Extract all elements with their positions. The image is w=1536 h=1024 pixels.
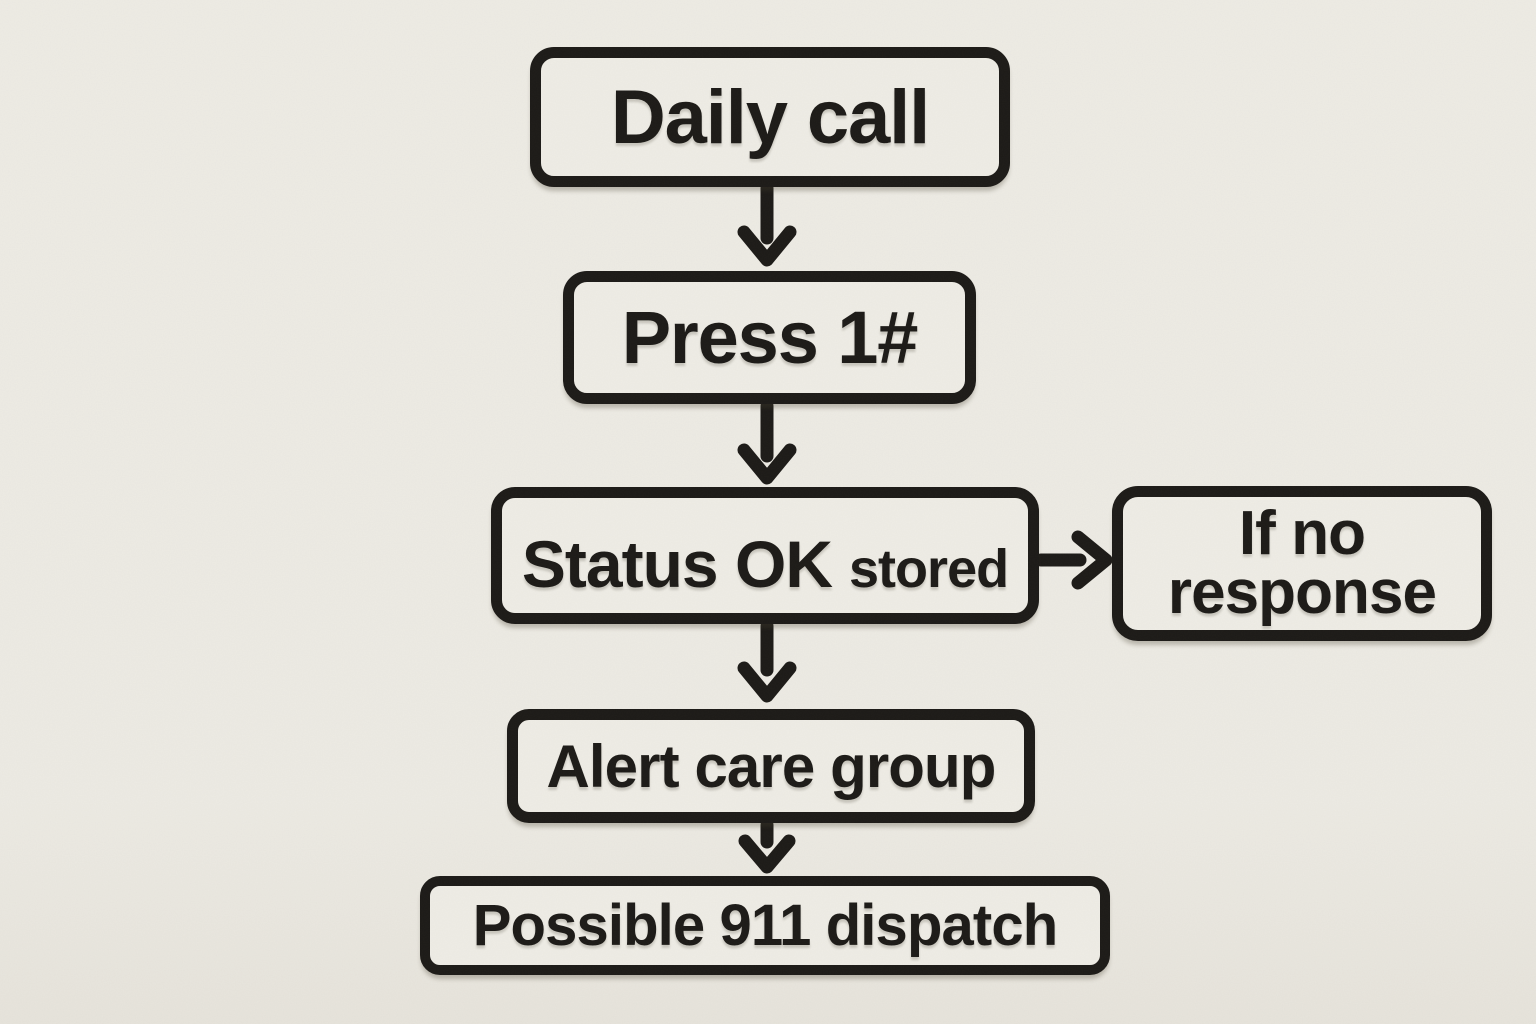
node-press-1-label: Press 1# <box>621 296 919 379</box>
node-if-no-response: If no response <box>1112 486 1492 641</box>
arrow-status-ok-to-alert-care-group <box>737 619 797 703</box>
node-status-ok-label: Status OK <box>521 527 833 601</box>
node-possible-911-dispatch-label: Possible 911 dispatch <box>472 893 1058 958</box>
node-status-stored-label: stored <box>849 539 1009 599</box>
arrow-daily-call-to-press-1 <box>737 181 797 267</box>
node-alert-care-group: Alert care group <box>507 709 1035 823</box>
node-press-1: Press 1# <box>563 271 976 404</box>
arrow-status-ok-to-if-no-response <box>1034 530 1113 590</box>
node-alert-care-group-label: Alert care group <box>546 732 996 800</box>
node-status-ok-stored: Status OK stored <box>491 487 1039 624</box>
node-daily-call-label: Daily call <box>610 74 930 160</box>
node-if-no-response-line2: response <box>1167 557 1437 627</box>
node-if-no-response-line1: If no <box>1238 498 1366 568</box>
node-possible-911-dispatch: Possible 911 dispatch <box>420 876 1110 975</box>
arrow-press-1-to-status-ok <box>737 399 797 485</box>
node-daily-call: Daily call <box>530 47 1010 187</box>
arrow-alert-care-group-to-possible-911 <box>738 818 796 874</box>
